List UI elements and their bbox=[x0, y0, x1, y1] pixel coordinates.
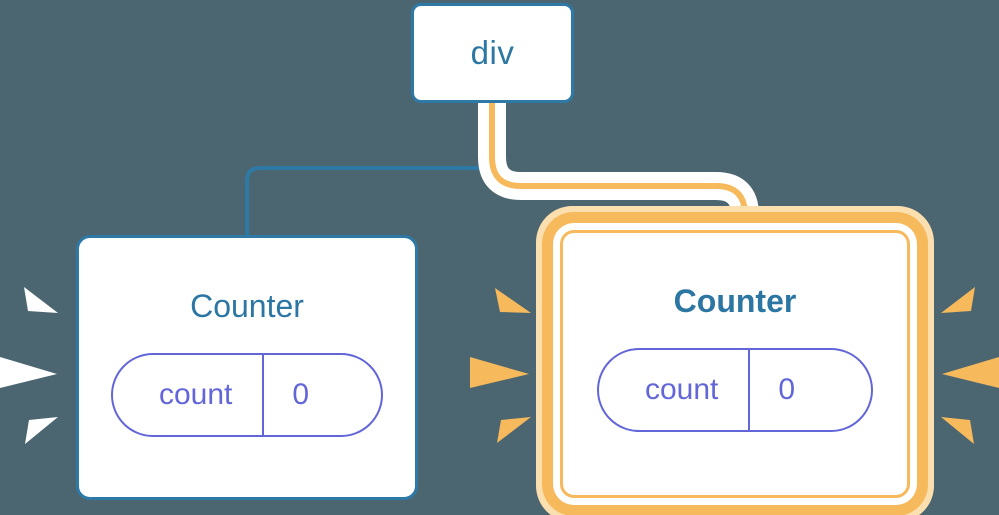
state-name: count bbox=[645, 373, 719, 406]
sparkle-ray bbox=[497, 417, 531, 443]
sparkle-ray bbox=[941, 287, 975, 313]
pill-divider bbox=[262, 355, 265, 435]
sparkle-ray bbox=[24, 287, 58, 313]
node-div-label: div bbox=[470, 34, 515, 71]
sparkle-ray bbox=[495, 288, 531, 313]
state-pill-right: count 0 bbox=[597, 348, 873, 432]
sparkle-ray bbox=[25, 417, 58, 444]
pill-divider bbox=[748, 350, 751, 430]
node-div[interactable]: div bbox=[411, 3, 574, 103]
node-counter-right-label: Counter bbox=[673, 283, 797, 319]
sparkle-ray bbox=[941, 417, 974, 444]
edge-div-to-counter-right bbox=[489, 103, 748, 240]
state-name: count bbox=[159, 378, 233, 411]
sparkle-ray bbox=[0, 357, 57, 388]
sparkle-ray bbox=[942, 357, 999, 388]
node-counter-left-label: Counter bbox=[190, 288, 304, 324]
state-pill-left: count 0 bbox=[111, 353, 383, 437]
sparkle-group-left-white bbox=[0, 287, 58, 444]
node-counter-right[interactable]: Counter count 0 bbox=[560, 230, 910, 498]
sparkle-ray bbox=[470, 357, 529, 388]
node-counter-left[interactable]: Counter count 0 bbox=[76, 235, 418, 500]
sparkle-group-right-orange bbox=[941, 287, 999, 444]
state-value: 0 bbox=[292, 378, 310, 411]
state-value: 0 bbox=[778, 373, 796, 406]
sparkle-group-middle-orange bbox=[470, 288, 531, 443]
